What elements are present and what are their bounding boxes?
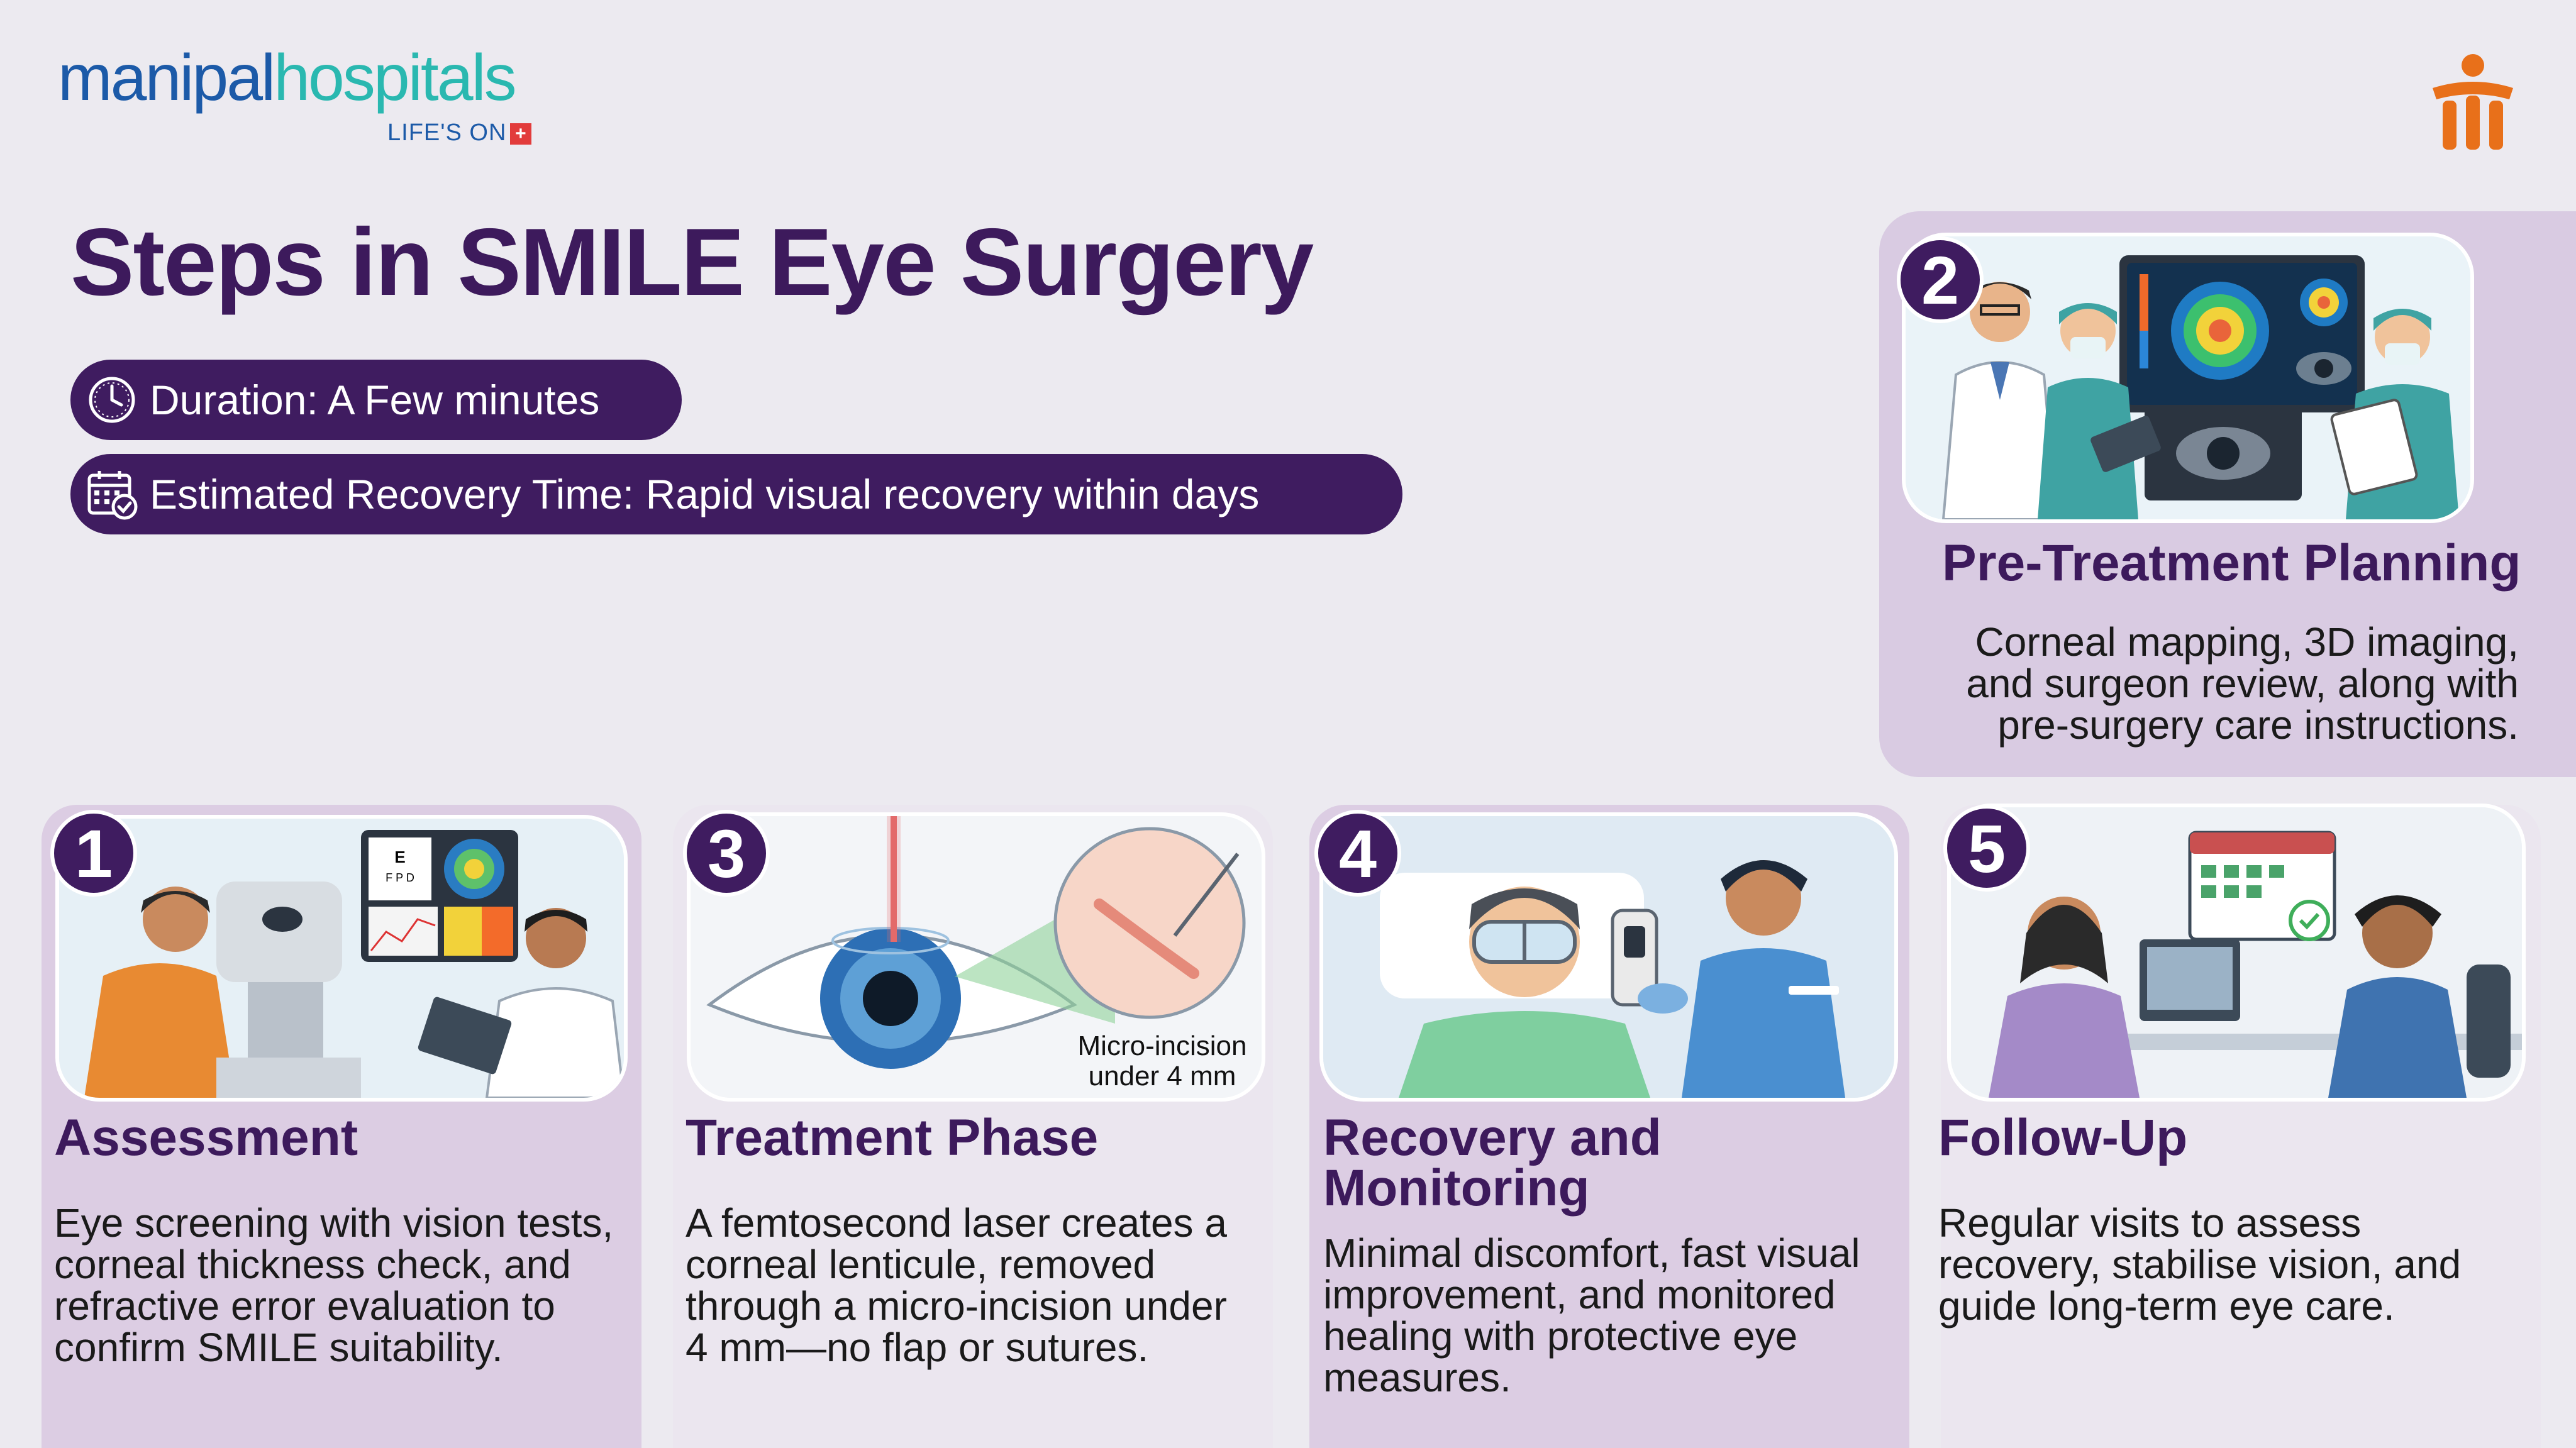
step-1-desc-line: Eye screening with vision tests, xyxy=(54,1200,614,1246)
step-4-desc-line: measures. xyxy=(1323,1355,1511,1400)
step-5-desc-line: recovery, stabilise vision, and xyxy=(1938,1242,2462,1287)
step-3-badge: 3 xyxy=(683,810,770,897)
step-3-desc-line: through a micro-incision under xyxy=(686,1283,1227,1329)
step-1-description: Eye screening with vision tests, corneal… xyxy=(54,1202,613,1368)
step-4-desc-line: Minimal discomfort, fast visual xyxy=(1323,1230,1860,1276)
callout-line-2: under 4 mm xyxy=(1089,1061,1236,1092)
step-5-desc-line: Regular visits to assess xyxy=(1938,1200,2362,1246)
duration-pill: Duration: A Few minutes xyxy=(70,360,682,440)
step-4-description: Minimal discomfort, fast visual improvem… xyxy=(1323,1232,1860,1398)
eye-examination-illustration: E F P D xyxy=(55,815,628,1102)
step-4-title: Recovery and Monitoring xyxy=(1323,1109,1662,1217)
step-4-desc-line: improvement, and monitored xyxy=(1323,1272,1836,1317)
logo-tagline: LIFE'S ON+ xyxy=(387,119,532,146)
step-3-desc-line: corneal lenticule, removed xyxy=(686,1242,1156,1287)
step-4-badge: 4 xyxy=(1314,810,1401,897)
step-2-title: Pre-Treatment Planning xyxy=(1942,534,2521,592)
page-title: Steps in SMILE Eye Surgery xyxy=(70,209,1314,316)
follow-up-consultation-illustration xyxy=(1947,804,2526,1102)
step-5-badge: 5 xyxy=(1943,805,2030,892)
svg-text:E: E xyxy=(394,848,405,866)
step-3-desc-line: A femtosecond laser creates a xyxy=(686,1200,1227,1246)
step-2-desc-line: pre-surgery care instructions. xyxy=(1997,702,2519,748)
clock-icon xyxy=(89,377,135,423)
step-2-badge: 2 xyxy=(1897,236,1984,323)
step-1-desc-line: corneal thickness check, and xyxy=(54,1242,571,1287)
step-1-desc-line: refractive error evaluation to xyxy=(54,1283,555,1329)
step-3-title: Treatment Phase xyxy=(686,1109,1099,1166)
step-3-description: A femtosecond laser creates a corneal le… xyxy=(686,1202,1227,1368)
recovery-time-pill: Estimated Recovery Time: Rapid visual re… xyxy=(70,454,1402,534)
step-3-desc-line: 4 mm—no flap or sutures. xyxy=(686,1325,1149,1370)
logo-wordmark: manipalhospitals xyxy=(58,45,517,111)
step-1-badge: 1 xyxy=(50,810,137,897)
patient-recovery-illustration xyxy=(1319,812,1898,1102)
manipal-figure-icon xyxy=(2433,54,2513,150)
step-1-desc-line: confirm SMILE suitability. xyxy=(54,1325,503,1370)
step-4-desc-line: healing with protective eye xyxy=(1323,1313,1798,1359)
callout-line-1: Micro-incision xyxy=(1078,1031,1247,1061)
logo-word-hospitals: hospitals xyxy=(274,41,516,114)
step-2-desc-line: and surgeon review, along with xyxy=(1966,661,2519,706)
laser-eye-illustration: Micro-incision under 4 mm xyxy=(687,812,1265,1102)
svg-text:F P D: F P D xyxy=(386,871,414,884)
red-cross-icon: + xyxy=(510,123,532,145)
step-5-title: Follow-Up xyxy=(1938,1109,2188,1166)
manipal-hospitals-logo: manipalhospitals LIFE'S ON+ xyxy=(58,45,561,158)
step-5-description: Regular visits to assess recovery, stabi… xyxy=(1938,1202,2461,1327)
step-4-title-line: Recovery and xyxy=(1323,1109,1662,1166)
doctors-planning-illustration xyxy=(1902,233,2474,523)
tagline-text: LIFE'S ON xyxy=(387,119,507,146)
recovery-time-text: Estimated Recovery Time: Rapid visual re… xyxy=(150,471,1260,517)
calendar-check-icon xyxy=(87,471,138,520)
step-5-desc-line: guide long-term eye care. xyxy=(1938,1283,2395,1329)
step-2-desc-line: Corneal mapping, 3D imaging, xyxy=(1975,619,2519,665)
step-1-title: Assessment xyxy=(54,1109,358,1166)
duration-text: Duration: A Few minutes xyxy=(150,377,600,423)
step-2-description: Corneal mapping, 3D imaging, and surgeon… xyxy=(1966,621,2519,746)
logo-word-manipal: manipal xyxy=(58,41,275,114)
step-4-title-line: Monitoring xyxy=(1323,1159,1590,1217)
